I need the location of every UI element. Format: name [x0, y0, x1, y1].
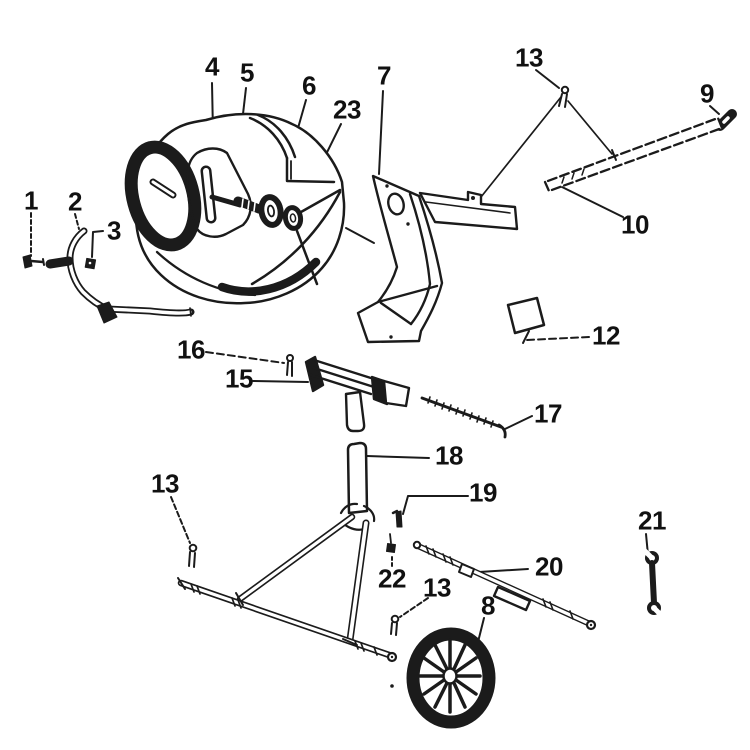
part-label-19: 19 [469, 477, 497, 508]
part-label-16: 16 [177, 334, 205, 365]
part-label-9: 9 [700, 78, 714, 109]
part-label-20: 20 [535, 551, 563, 582]
part-2-handle [45, 227, 195, 324]
part-label-22: 22 [378, 563, 406, 594]
part-label-15: 15 [225, 363, 253, 394]
part-label-13: 13 [515, 42, 543, 73]
part-8-wheel [406, 627, 496, 729]
part-label-13: 13 [151, 468, 179, 499]
mount-plate [418, 190, 519, 231]
part-label-17: 17 [534, 398, 562, 429]
part-label-8: 8 [481, 590, 495, 621]
part-label-1: 1 [24, 185, 38, 216]
part-7-bracket [356, 174, 444, 344]
part-17-threaded-rod [420, 396, 507, 439]
part-label-5: 5 [240, 57, 254, 88]
frame-weldment [177, 502, 398, 688]
part-label-12: 12 [592, 320, 620, 351]
part-1-bolt [22, 254, 45, 269]
part-18-post [346, 441, 369, 515]
part-label-4: 4 [205, 51, 219, 82]
part-label-3: 3 [107, 215, 121, 246]
part-13-cotter-pin [390, 614, 400, 636]
part-21-wrench [642, 548, 664, 618]
part-22-bolt [385, 533, 397, 554]
part-label-13: 13 [423, 572, 451, 603]
part-19-bolt [391, 509, 403, 528]
part-12-pad [506, 296, 546, 344]
part-label-23: 23 [333, 94, 361, 125]
part-6-washer [258, 194, 284, 228]
part-label-6: 6 [302, 70, 316, 101]
part-4-drum [124, 112, 375, 305]
part-13-cotter-pin [188, 543, 198, 568]
part-label-7: 7 [377, 60, 391, 91]
part-5-shaft [200, 165, 264, 224]
part-10-rod [543, 116, 724, 193]
part-20-axle [412, 540, 597, 631]
part-16-cotter-pin [286, 354, 294, 377]
part-label-10: 10 [621, 209, 649, 240]
part-label-2: 2 [68, 186, 82, 217]
part-9-cap-nut [715, 109, 737, 131]
part-15-towbar-bracket [304, 355, 411, 433]
part-label-21: 21 [638, 505, 666, 536]
part-3-nut [84, 257, 97, 270]
part-label-18: 18 [435, 440, 463, 471]
part-23-washer [282, 205, 304, 231]
part-13-cotter-pin [558, 85, 570, 108]
